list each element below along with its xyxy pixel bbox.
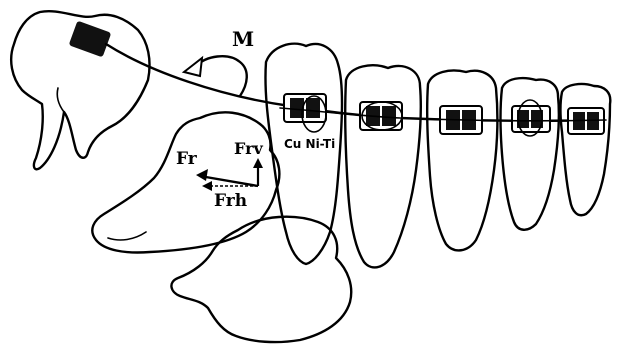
- premolar-tooth-4: [561, 84, 611, 215]
- force-resultant-label: Fr: [176, 149, 198, 169]
- premolar-tooth-2: [427, 71, 497, 251]
- root-shape: [171, 217, 351, 342]
- molar-tube: [69, 21, 112, 58]
- canine-tooth: [265, 44, 342, 264]
- moment-label: M: [232, 27, 254, 51]
- force-horizontal-label: Frh: [214, 191, 247, 211]
- force-vertical-label: Frv: [234, 139, 264, 158]
- wire-label: Cu Ni-Ti: [284, 137, 335, 151]
- impacted-tooth: [92, 112, 279, 252]
- bracket: [284, 94, 326, 132]
- premolar-tooth-3: [501, 78, 559, 230]
- force-vectors: [196, 158, 263, 191]
- bracket-4: [512, 100, 550, 136]
- premolar-tooth: [345, 65, 421, 267]
